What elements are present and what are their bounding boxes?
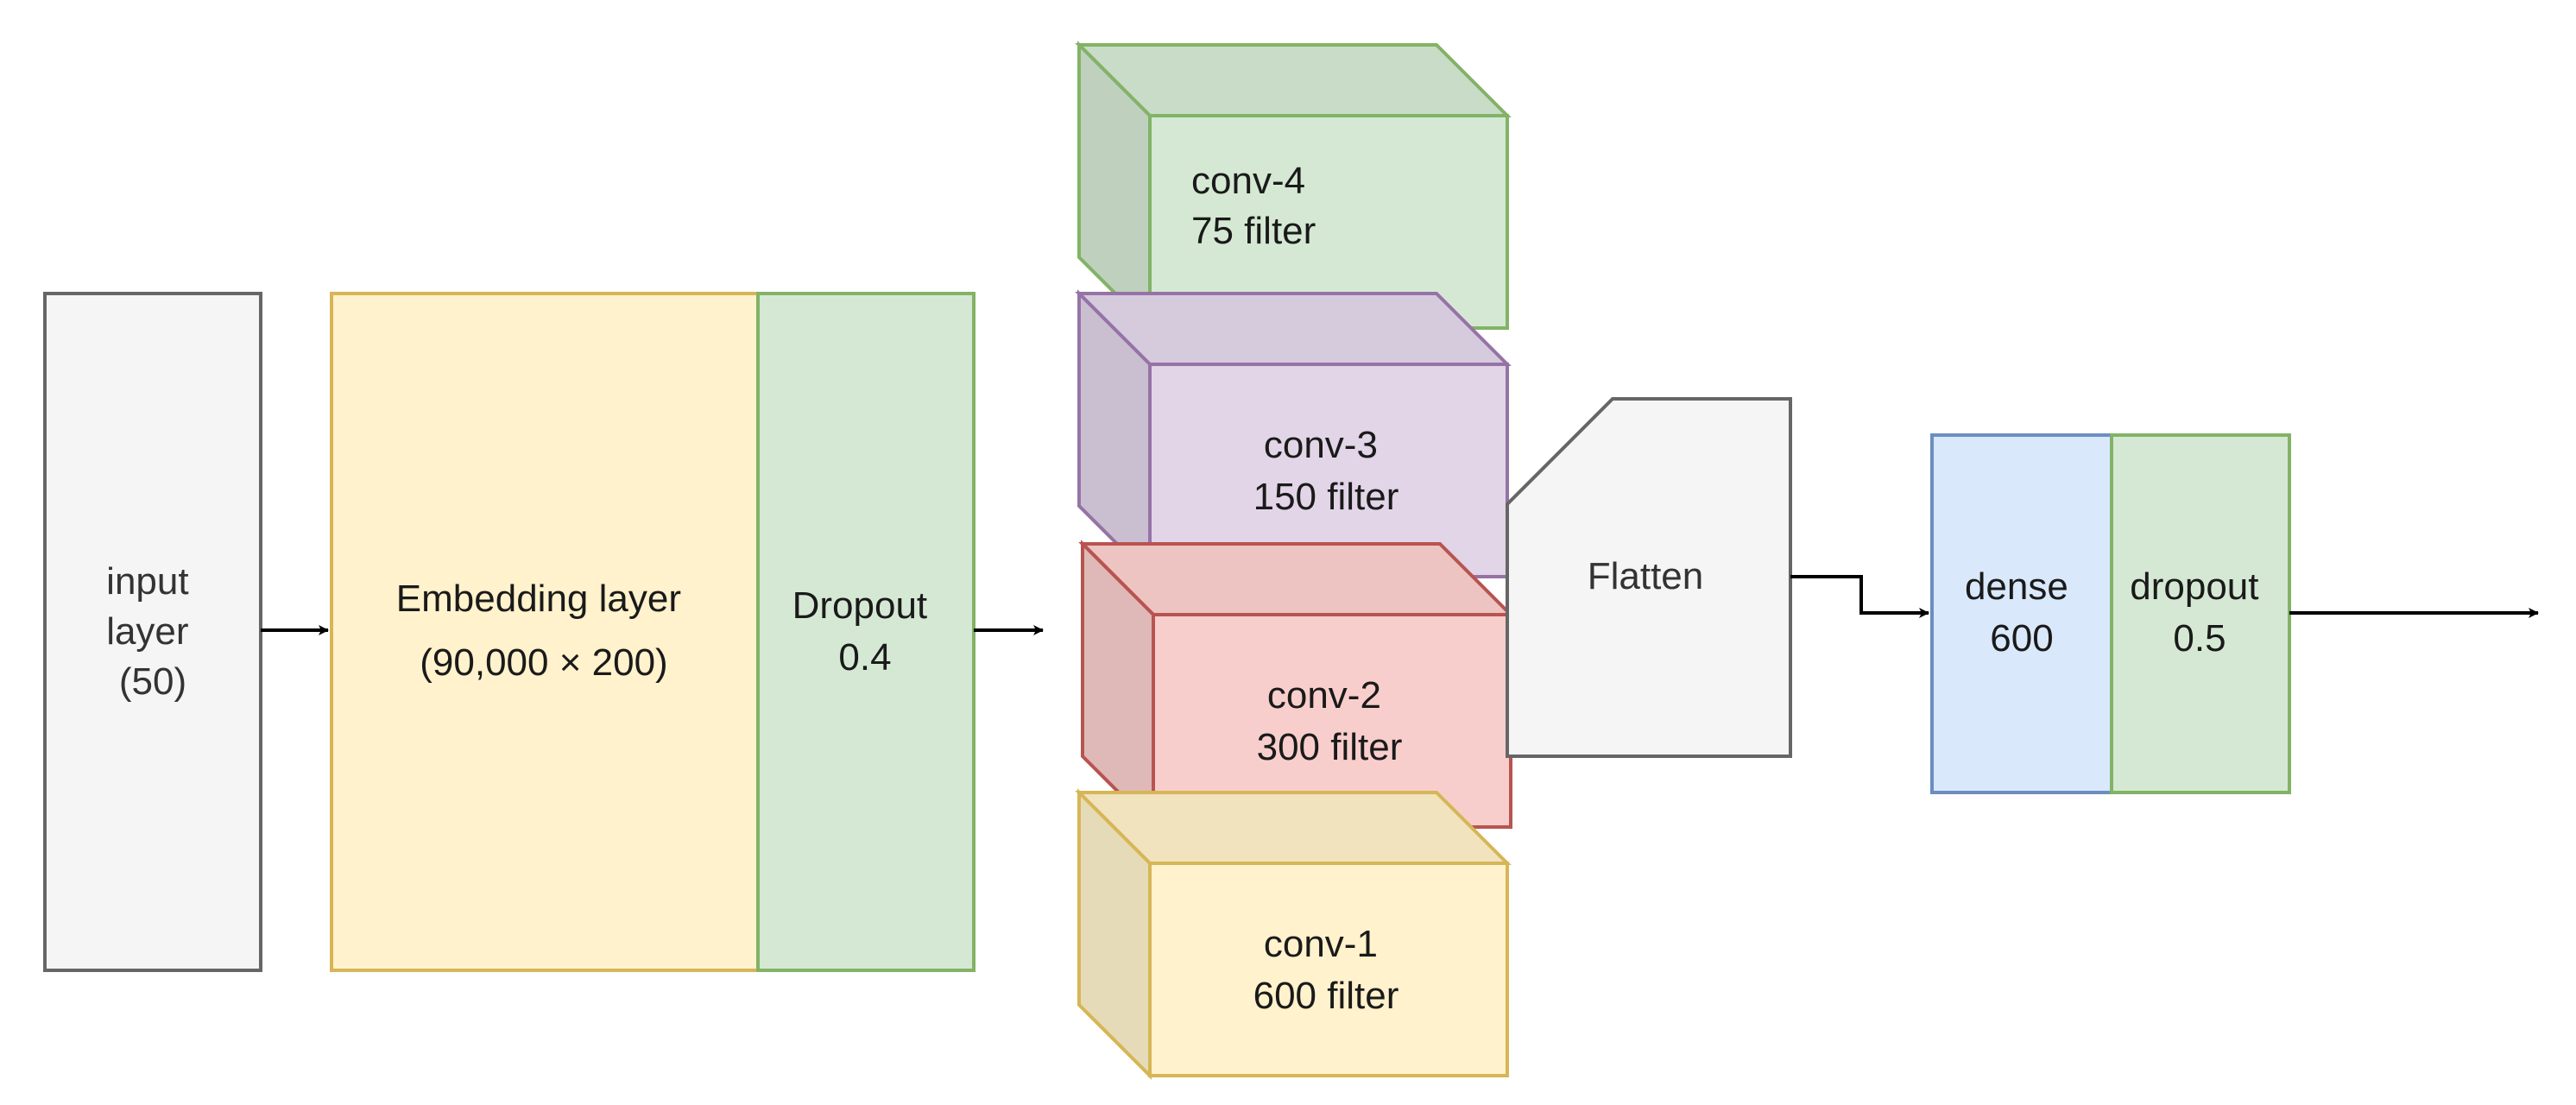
conv-3-front-face [1148,363,1509,578]
dropout-2-node: dropout 0.5 [2110,433,2291,794]
input-layer-node: input layer (50) [43,292,262,972]
embedding-layer-label: Embedding layer (90,000 × 200) [396,578,691,684]
embedding-layer-label-line: (90,000 × 200) [420,641,667,684]
dropout-2-label: dropout 0.5 [2130,565,2269,660]
input-layer-label-line: layer [106,610,188,653]
embedding-layer-box [330,292,760,972]
dense-box [1930,433,2113,794]
conv-3-node: conv-3 150 filter [1075,289,1512,581]
dropout-1-label: Dropout 0.4 [792,584,938,679]
embedding-layer-node: Embedding layer (90,000 × 200) [330,292,760,972]
conv-2-label-line: conv-2 [1267,674,1381,717]
flatten-label-line: Flatten [1588,555,1704,597]
input-layer-box [43,292,262,972]
conv-1-label: conv-1 600 filter [1253,923,1399,1017]
conv-1-label-line: conv-1 [1264,923,1378,965]
conv-4-top-face [1075,43,1512,117]
conv-2-top-face [1078,542,1515,616]
conv-3-label: conv-3 150 filter [1253,424,1399,518]
input-layer-label-line: (50) [119,660,186,703]
embedding-layer-label-line: Embedding layer [396,578,681,620]
dropout-2-box [2110,433,2291,794]
conv-1-front-face [1148,862,1509,1077]
input-layer-label-line: input [106,560,188,603]
conv-3-label-line: 150 filter [1253,476,1399,518]
conv-3-label-line: conv-3 [1264,424,1378,466]
dense-label: dense 600 [1965,565,2079,660]
conv-3-top-face [1075,292,1512,366]
arrow-flatten-to-dense [1790,575,1929,618]
conv-4-label: conv-4 75 filter [1191,160,1316,252]
dropout-2-label-line: dropout [2130,565,2258,608]
conv-1-top-face [1075,791,1512,865]
conv-2-label-line: 300 filter [1257,726,1403,768]
dropout-1-label-line: 0.4 [838,636,891,679]
dropout-1-node: Dropout 0.4 [756,292,975,972]
dropout-1-box [756,292,975,972]
dropout-2-label-line: 0.5 [2173,617,2226,660]
conv-4-label-line: 75 filter [1191,210,1316,252]
conv-1-node: conv-1 600 filter [1075,788,1512,1080]
conv-4-node: conv-4 75 filter [1075,41,1512,332]
flatten-label: Flatten [1588,555,1704,597]
flatten-node: Flatten [1506,397,1792,758]
conv-4-label-line: conv-4 [1191,160,1305,202]
dense-label-line: 600 [1990,617,2053,660]
input-layer-label: input layer (50) [106,560,199,703]
conv-2-node: conv-2 300 filter [1078,540,1515,831]
dense-label-line: dense [1965,565,2068,608]
flatten-box [1506,397,1792,758]
dropout-1-label-line: Dropout [792,584,928,627]
conv-2-label: conv-2 300 filter [1257,674,1403,768]
conv-1-label-line: 600 filter [1253,975,1399,1017]
dense-node: dense 600 [1930,433,2113,794]
